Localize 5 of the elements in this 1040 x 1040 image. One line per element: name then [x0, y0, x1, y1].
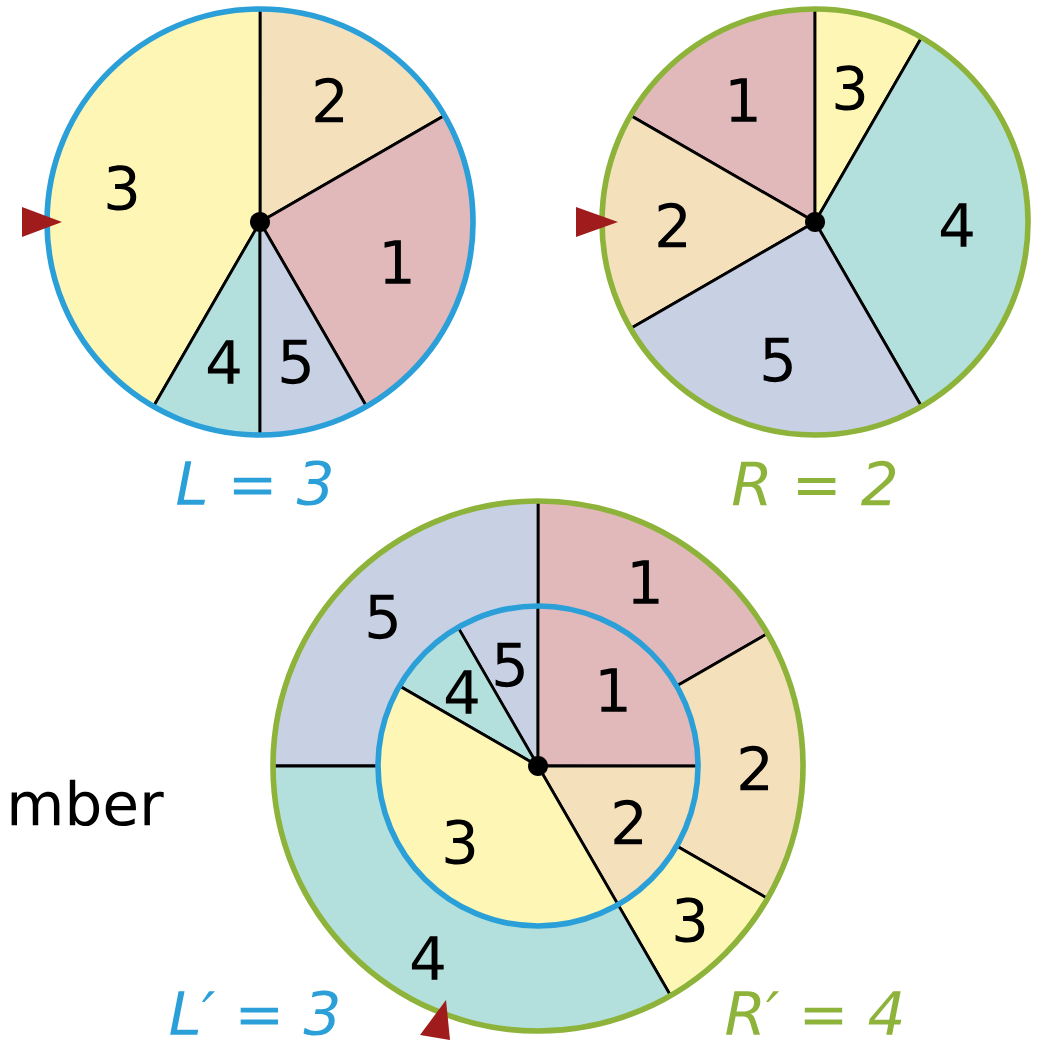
pie-sector: 4 — [152, 220, 262, 437]
pie-sector: 5 — [258, 220, 368, 437]
label: mber — [11, 779, 164, 827]
pie-sector: 1 — [536, 604, 700, 768]
pie-sector: 2 — [258, 7, 446, 224]
